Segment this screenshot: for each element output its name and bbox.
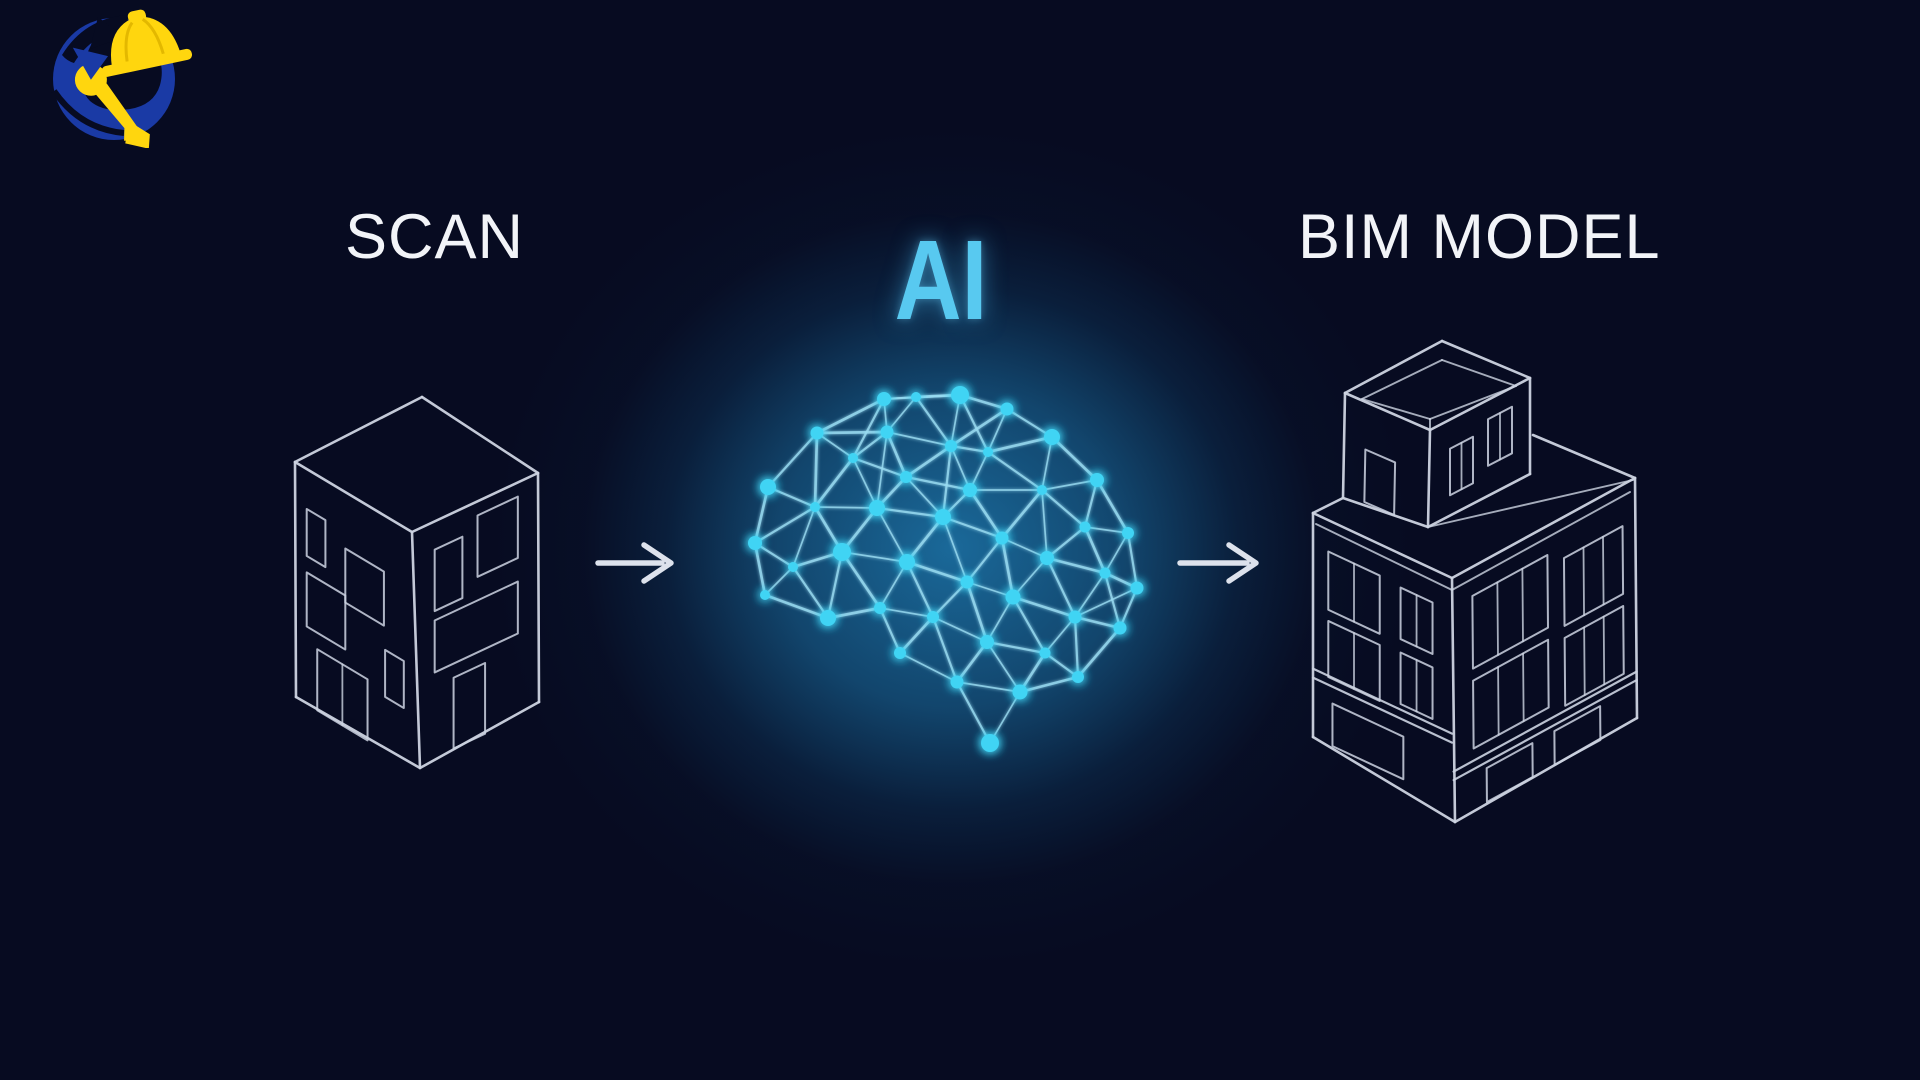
arrow-right-icon bbox=[595, 542, 674, 584]
neural-network-brain-icon bbox=[753, 393, 1139, 744]
wireframe-building-icon bbox=[293, 395, 541, 770]
bim-model-label: BIM MODEL bbox=[1298, 202, 1661, 272]
neural-network-nodes bbox=[748, 386, 1144, 752]
ai-label: AI bbox=[894, 217, 988, 343]
arrow-right-icon bbox=[1177, 542, 1259, 584]
wrench-icon bbox=[72, 47, 150, 148]
company-logo bbox=[51, 9, 193, 148]
isometric-bim-building-icon bbox=[1311, 339, 1639, 824]
hard-hat-icon bbox=[101, 9, 193, 77]
scan-label: SCAN bbox=[345, 202, 525, 272]
